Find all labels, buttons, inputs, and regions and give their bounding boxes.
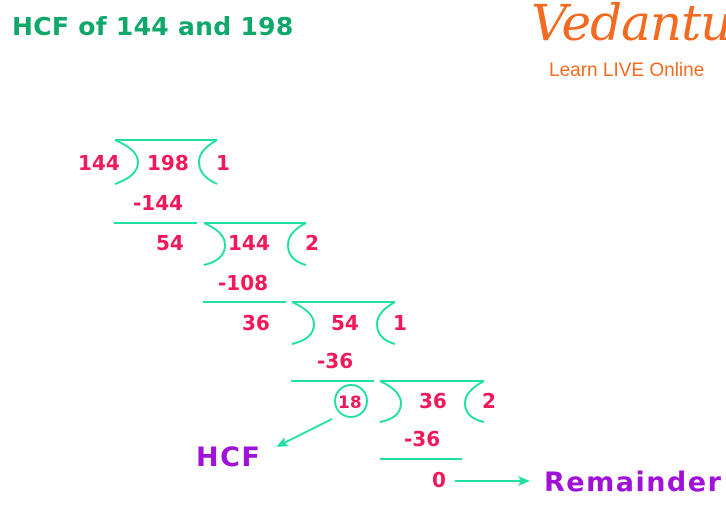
subtrahend: -144 xyxy=(133,191,183,215)
remainder: 36 xyxy=(242,311,270,335)
quotient-bracket xyxy=(375,301,396,345)
quotient: 2 xyxy=(305,231,319,255)
quotient-bracket xyxy=(463,380,485,423)
subtrahend: -36 xyxy=(404,427,440,451)
quotient-bracket xyxy=(197,139,218,185)
divisor-bracket xyxy=(291,301,316,345)
division-step-3: 54 1 -36 18 xyxy=(291,301,407,418)
page-title: HCF of 144 and 198 xyxy=(12,12,294,41)
vedantu-logo: Vedantu Learn LIVE Online xyxy=(523,0,726,86)
hcf-highlight-circle xyxy=(334,384,368,418)
logo-tagline: Learn LIVE Online xyxy=(549,60,705,81)
divisor-bracket xyxy=(379,380,403,423)
remainder-label: Remainder xyxy=(544,467,722,498)
quotient-bracket xyxy=(286,222,307,266)
remainder: 0 xyxy=(432,468,446,492)
division-step-4: 36 2 -36 0 xyxy=(379,380,496,492)
dividend: 36 xyxy=(419,389,447,413)
dividend: 198 xyxy=(147,151,189,175)
divisor-bracket xyxy=(114,139,140,185)
divisor-bracket xyxy=(203,222,227,266)
subtrahend: -36 xyxy=(317,349,353,373)
dividend: 144 xyxy=(228,231,270,255)
dividend: 54 xyxy=(331,311,359,335)
remainder: 54 xyxy=(156,231,184,255)
remainder: 18 xyxy=(338,393,362,413)
quotient: 1 xyxy=(393,311,407,335)
division-step-1: 144 198 1 -144 54 xyxy=(78,139,230,255)
hcf-label: HCF xyxy=(196,442,261,473)
logo-brand: Vedantu xyxy=(531,0,726,52)
hcf-arrow xyxy=(276,418,333,447)
subtrahend: -108 xyxy=(218,271,268,295)
divisor: 144 xyxy=(78,151,120,175)
quotient: 2 xyxy=(482,389,496,413)
quotient: 1 xyxy=(216,151,230,175)
division-step-2: 144 2 -108 36 xyxy=(203,222,319,335)
